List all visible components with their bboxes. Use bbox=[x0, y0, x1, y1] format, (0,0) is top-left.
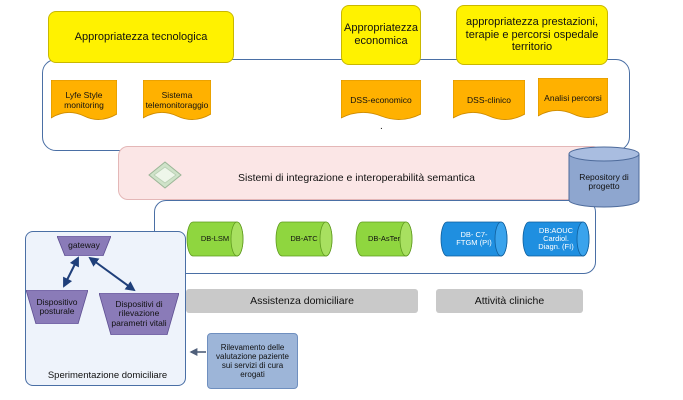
db-aouc-cylinder: DB:AOUC Cardiol. Diagn. (FI) bbox=[522, 221, 590, 257]
repository-cylinder: Repository di progetto bbox=[568, 146, 640, 208]
arrow-gateway-parametri bbox=[88, 256, 136, 292]
appropriatezza-prestazioni-box: appropriatezza prestazioni, terapie e pe… bbox=[456, 5, 608, 65]
dispositivo-posturale-node: Dispositivo posturale bbox=[26, 290, 88, 324]
top-systems-frame bbox=[42, 59, 630, 151]
appropriatezza-economica-box: Appropriatezza economica bbox=[341, 5, 421, 65]
doc-dss-economico: DSS-economico bbox=[341, 80, 421, 122]
doc-sistema-telemonitoraggio: Sistema telemonitoraggio bbox=[143, 80, 211, 122]
db-c7-ftgm-cylinder: DB- C7-FTGM (PI) bbox=[440, 221, 508, 257]
doc-analisi-percorsi: Analisi percorsi bbox=[538, 78, 608, 120]
db-aster-cylinder: DB-AsTer bbox=[355, 221, 413, 257]
db-lsm-cylinder: DB-LSM bbox=[186, 221, 244, 257]
attivita-cliniche-band: Attività cliniche bbox=[436, 289, 583, 313]
db-atc-cylinder: DB-ATC bbox=[275, 221, 333, 257]
doc-dss-clinico: DSS-clinico bbox=[453, 80, 525, 122]
gateway-node: gateway bbox=[57, 236, 111, 256]
sperimentazione-domiciliare-label: Sperimentazione domiciliare bbox=[47, 370, 168, 381]
assistenza-domiciliare-band: Assistenza domiciliare bbox=[186, 289, 418, 313]
dispositivi-parametri-vitali-node: Dispositivi di rilevazione parametri vit… bbox=[99, 293, 179, 335]
integration-band-label: Sistemi di integrazione e interoperabili… bbox=[238, 172, 475, 184]
appropriatezza-tecnologica-box: Appropriatezza tecnologica bbox=[48, 11, 234, 63]
arrow-gateway-posturale bbox=[63, 256, 79, 288]
doc-lifestyle-monitoring: Lyfe Style monitoring bbox=[51, 80, 117, 122]
diamond-arrows-icon bbox=[148, 161, 182, 189]
rilevamento-note: Rilevamento delle valutazione paziente s… bbox=[207, 333, 298, 389]
stray-dot: . bbox=[380, 121, 383, 132]
